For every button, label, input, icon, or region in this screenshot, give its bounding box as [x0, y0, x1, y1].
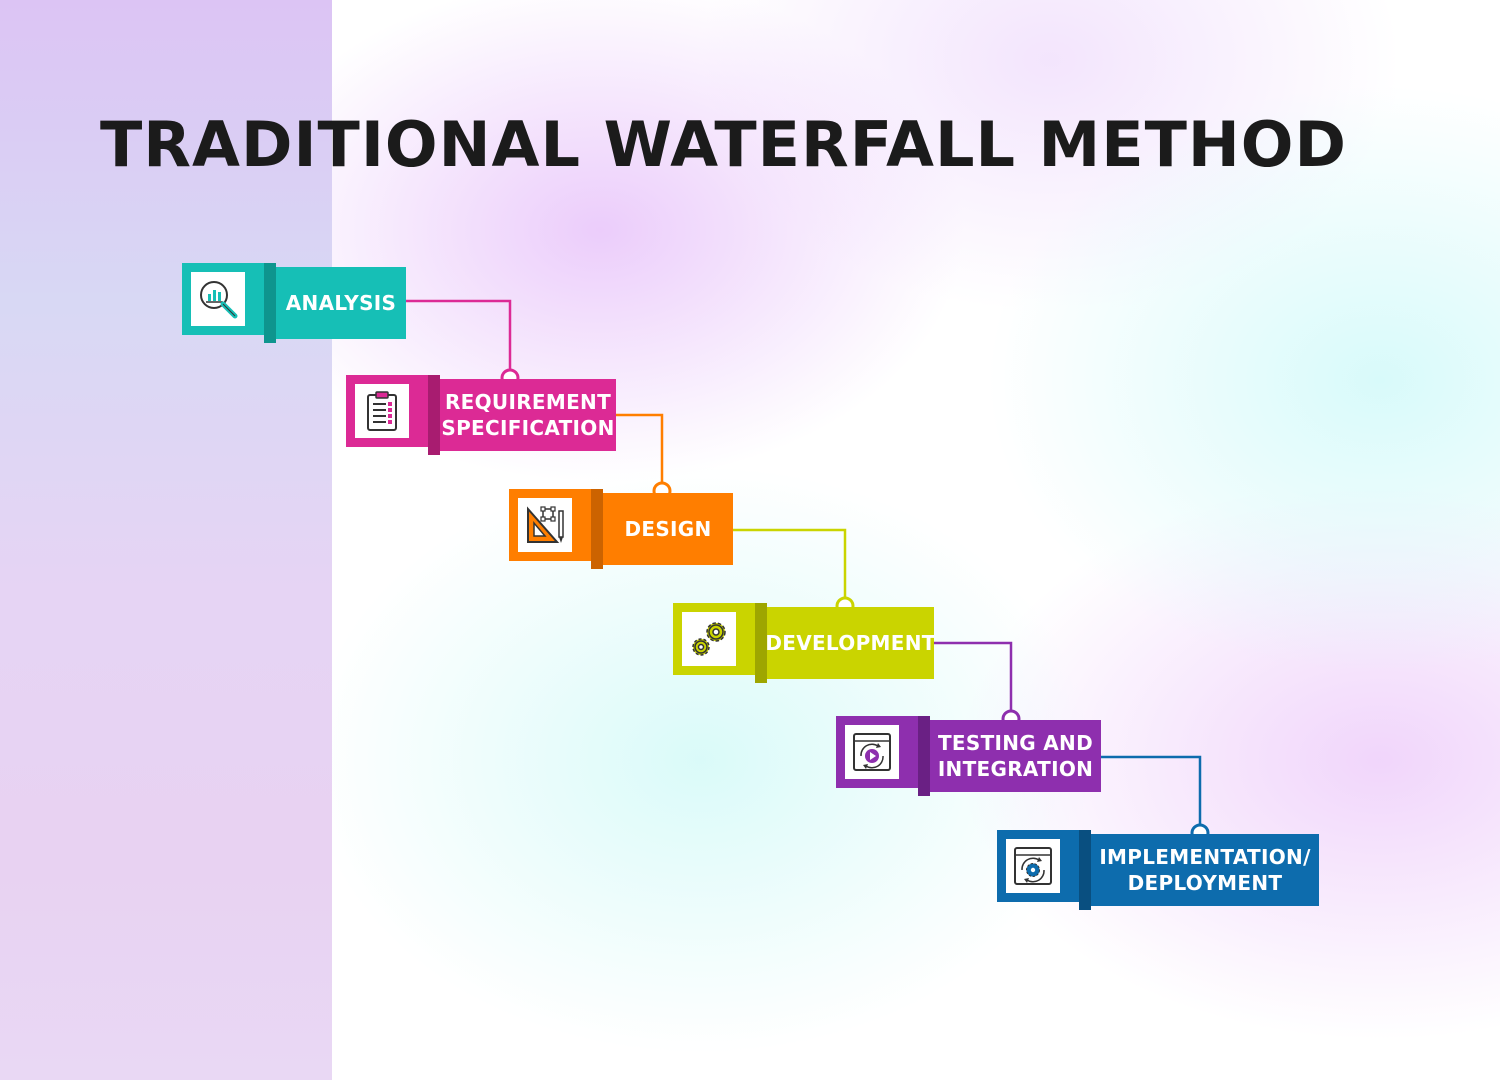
connector-requirement-design — [616, 413, 664, 491]
connector-testing-deployment — [1101, 755, 1202, 833]
page-title: TRADITIONAL WATERFALL METHOD — [100, 108, 1347, 181]
browser-gear-refresh-icon — [1014, 847, 1052, 885]
magnifier-chart-icon — [200, 281, 238, 319]
step-label-box: IMPLEMENTATION/ DEPLOYMENT — [1091, 834, 1319, 906]
step-fold — [755, 603, 767, 683]
gears-icon — [692, 622, 726, 656]
step-icon-box — [182, 263, 264, 335]
step-label: REQUIREMENT SPECIFICATION — [441, 390, 615, 440]
step-label-box: REQUIREMENT SPECIFICATION — [440, 379, 616, 451]
step-analysis: ANALYSIS — [182, 263, 406, 343]
step-requirement-specification: REQUIREMENT SPECIFICATION — [346, 375, 616, 455]
step-label: IMPLEMENTATION/ DEPLOYMENT — [1099, 845, 1311, 895]
browser-play-refresh-icon — [853, 733, 891, 771]
step-icon-box — [836, 716, 918, 788]
step-development: DEVELOPMENT — [673, 603, 934, 683]
step-fold — [918, 716, 930, 796]
step-label-box: ANALYSIS — [276, 267, 406, 339]
clipboard-checklist-icon — [367, 391, 397, 431]
step-icon-box — [346, 375, 428, 447]
step-label-box: DEVELOPMENT — [767, 607, 934, 679]
step-testing-integration: TESTING AND INTEGRATION — [836, 716, 1101, 796]
step-label-box: TESTING AND INTEGRATION — [930, 720, 1101, 792]
step-icon-box — [509, 489, 591, 561]
step-icon-box — [673, 603, 755, 675]
set-square-pencil-icon — [527, 506, 564, 543]
step-label: DESIGN — [624, 517, 712, 541]
step-fold — [1079, 830, 1091, 910]
connector-development-testing — [934, 641, 1013, 719]
step-label: ANALYSIS — [285, 291, 397, 315]
step-label: TESTING AND INTEGRATION — [937, 731, 1094, 781]
left-panel-background — [0, 0, 332, 1080]
step-fold — [428, 375, 440, 455]
step-design: DESIGN — [509, 489, 733, 569]
step-label: DEVELOPMENT — [765, 631, 936, 655]
step-fold — [264, 263, 276, 343]
connector-analysis-requirement — [406, 299, 512, 378]
step-implementation-deployment: IMPLEMENTATION/ DEPLOYMENT — [997, 830, 1319, 910]
step-label-box: DESIGN — [603, 493, 733, 565]
step-fold — [591, 489, 603, 569]
connector-design-development — [733, 528, 847, 606]
step-icon-box — [997, 830, 1079, 902]
